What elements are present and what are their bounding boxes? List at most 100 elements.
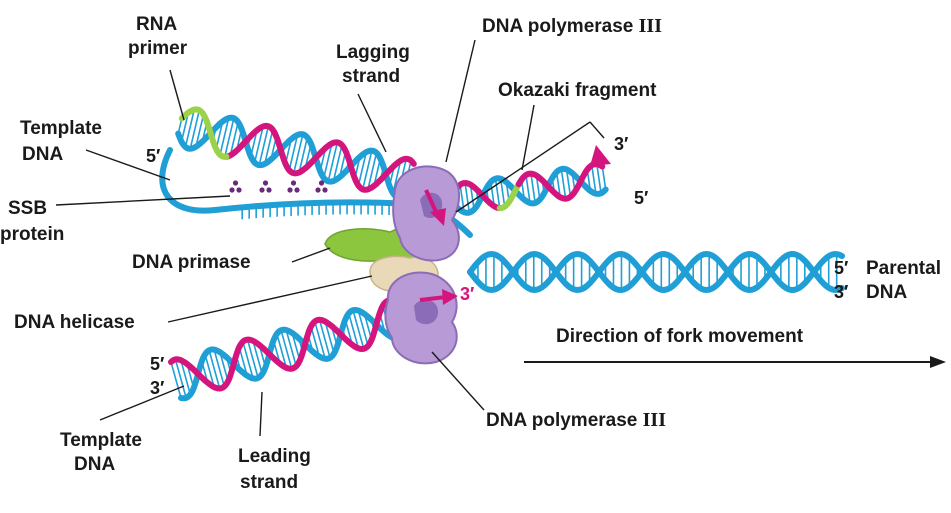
leader-lines <box>55 39 605 437</box>
leading-base-pair <box>238 346 248 376</box>
lagging-base-pair <box>229 121 239 156</box>
leading-base-pair <box>357 310 369 347</box>
okazaki-base-pair <box>601 166 607 190</box>
dna-polymerase-bottom <box>384 271 458 365</box>
okazaki-base-pair <box>525 174 531 204</box>
lagging-base-pair <box>253 126 264 163</box>
end-parental-3: 3′ <box>834 282 848 302</box>
dna-polymerase-top <box>392 165 460 262</box>
label-okazaki: Okazaki fragment <box>498 80 657 101</box>
leading-base-pair <box>318 319 331 359</box>
ssb-protein-dot <box>294 187 300 193</box>
leader-okazaki-b <box>455 121 591 213</box>
label-rna-primer-line2: primer <box>128 38 188 59</box>
fork-direction-arrowhead <box>930 356 946 368</box>
end-top-left-5: 5′ <box>146 146 160 166</box>
lagging-base-pair <box>298 137 309 173</box>
ssb-protein-dot <box>290 180 297 186</box>
leader-okazaki-c <box>589 121 605 139</box>
rna-primer-segment <box>178 106 230 160</box>
okazaki-base-pair <box>464 182 471 213</box>
okazaki-base-pair <box>565 169 572 197</box>
label-template-top-line2: DNA <box>22 144 63 165</box>
label-poly-bottom: DNA polymerase III <box>486 409 666 431</box>
label-template-bottom-line1: Template <box>60 430 142 451</box>
single-strand-bases <box>241 202 397 220</box>
lagging-new-strand <box>223 122 417 193</box>
lagging-template-strand <box>175 114 410 202</box>
ssb-protein-dot <box>266 187 272 193</box>
lagging-base-pair <box>327 142 339 182</box>
leading-base-pair <box>276 333 288 368</box>
leading-base-pair <box>213 349 226 387</box>
leader-poly-bottom <box>431 351 485 411</box>
leading-template-strand <box>178 306 408 402</box>
lagging-base-pair <box>195 114 205 147</box>
label-poly-bottom-prefix: DNA polymerase <box>486 410 643 431</box>
okazaki-base-pair <box>555 171 562 198</box>
ssb-protein-dot <box>318 180 325 186</box>
lagging-base-pair <box>332 144 343 182</box>
end-bottom-left-3: 3′ <box>150 378 164 398</box>
lagging-base-pair <box>357 151 368 186</box>
okazaki-fragment-helix <box>448 161 609 216</box>
label-parental-line2: DNA <box>866 282 907 303</box>
leader-ssb <box>55 195 231 206</box>
leader-template-bottom <box>99 385 185 421</box>
label-rna-primer-line1: RNA <box>136 14 177 35</box>
label-helicase: DNA helicase <box>14 312 135 333</box>
ssb-protein-dot <box>259 187 265 193</box>
okazaki-base-pair <box>596 164 602 194</box>
okazaki-primer-segment <box>496 181 522 212</box>
lagging-base-pair <box>367 152 378 190</box>
okazaki-base-pair <box>591 165 597 194</box>
leader-leading-strand <box>259 391 263 437</box>
leading-base-pair <box>285 329 297 367</box>
label-poly-top-roman: III <box>639 15 663 37</box>
leading-base-pair <box>174 359 187 399</box>
okazaki-base-pair <box>494 178 501 209</box>
leading-arm-helix <box>168 297 408 402</box>
leading-base-pair <box>204 354 215 388</box>
lagging-arm-helix <box>175 106 417 202</box>
leading-base-pair <box>180 359 192 395</box>
end-parental-5: 5′ <box>834 258 848 278</box>
leader-primase <box>291 247 331 263</box>
lagging-base-pair <box>219 117 230 155</box>
end-okazaki-5: 5′ <box>634 188 648 208</box>
leading-base-pair <box>170 361 182 399</box>
leading-base-pair <box>347 313 360 349</box>
leading-base-pair <box>242 341 254 379</box>
okazaki-base-pair <box>530 173 536 204</box>
ssb-protein-dot <box>262 180 269 186</box>
end-okazaki-3: 3′ <box>614 134 628 154</box>
parental-dna-helix <box>467 250 845 294</box>
ssb-protein-dot <box>287 187 293 193</box>
okazaki-base-pair <box>499 178 506 207</box>
label-lagging-line1: Lagging <box>336 42 410 63</box>
label-poly-top: DNA polymerase III <box>482 15 662 37</box>
label-poly-top-prefix: DNA polymerase <box>482 16 639 37</box>
label-poly-bottom-roman: III <box>643 409 667 431</box>
leading-base-pair <box>324 321 335 354</box>
okazaki-template-strand <box>449 165 609 216</box>
ssb-protein-dot <box>232 180 239 186</box>
lagging-base-pair <box>258 126 270 166</box>
lagging-base-pair <box>263 129 274 165</box>
label-ssb-line1: SSB <box>8 198 47 219</box>
lagging-synthesis-line <box>424 189 439 215</box>
leader-rna-primer <box>169 69 185 121</box>
lagging-base-pair <box>184 109 196 148</box>
ssb-protein-dot <box>236 187 242 193</box>
leading-base-pair <box>246 339 259 379</box>
ssb-protein-dot <box>229 187 235 193</box>
leader-okazaki-a <box>521 104 535 171</box>
parental-strand-a <box>467 250 845 294</box>
okazaki-base-pair <box>560 168 567 199</box>
lagging-synthesis-arrow <box>430 208 446 226</box>
okazaki-new-strand-tail <box>515 161 606 202</box>
end-leading-new-3: 3′ <box>460 284 474 304</box>
leading-base-pair <box>219 351 229 382</box>
